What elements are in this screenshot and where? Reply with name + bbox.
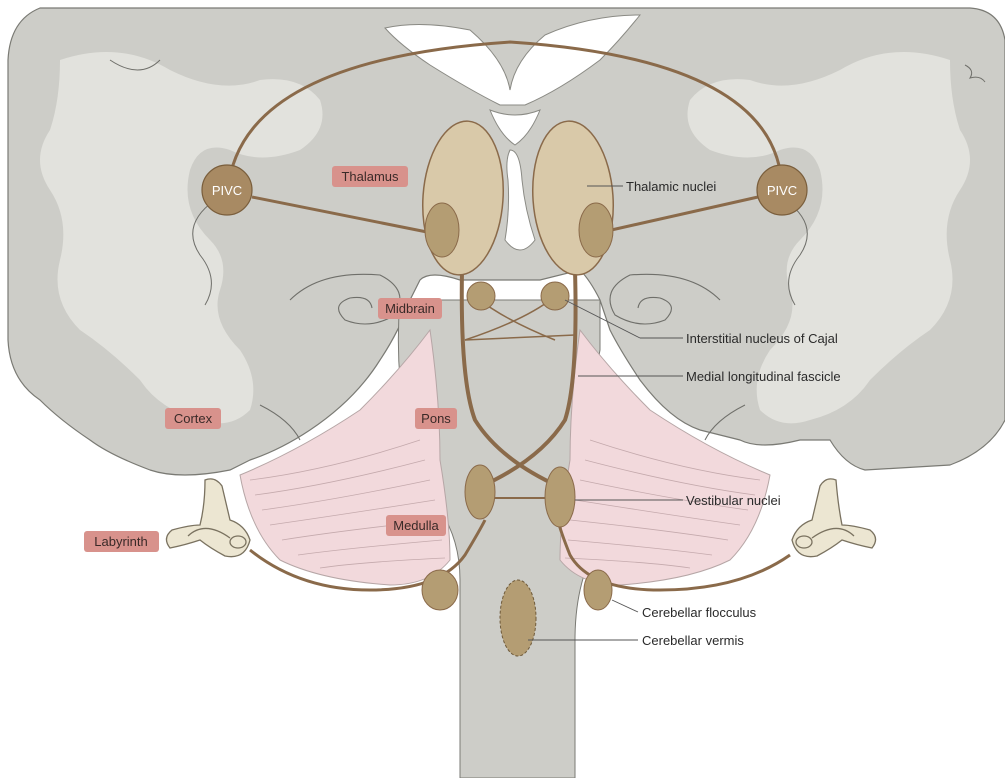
cerebellar-vermis bbox=[500, 580, 536, 656]
region-cortex: Cortex bbox=[165, 408, 221, 429]
brain-section bbox=[8, 8, 1005, 778]
region-labyrinth: Labyrinth bbox=[84, 531, 159, 552]
thalamic-nucleus-left bbox=[425, 203, 459, 257]
callout-mlf: Medial longitudinal fascicle bbox=[686, 369, 841, 384]
labyrinth-left bbox=[166, 479, 250, 557]
callout-cerebellar-vermis: Cerebellar vermis bbox=[642, 633, 744, 648]
callout-cerebellar-flocculus: Cerebellar flocculus bbox=[642, 605, 757, 620]
thalamic-nucleus-right bbox=[579, 203, 613, 257]
labyrinth-right bbox=[792, 479, 876, 557]
pivc-right-label: PIVC bbox=[767, 183, 797, 198]
callout-thalamic-nuclei: Thalamic nuclei bbox=[626, 179, 716, 194]
flocculus-left bbox=[422, 570, 458, 610]
region-thalamus: Thalamus bbox=[332, 166, 408, 187]
region-medulla-label: Medulla bbox=[393, 518, 439, 533]
interstitial-nucleus-right bbox=[541, 282, 569, 310]
region-pons: Pons bbox=[415, 408, 457, 429]
callout-interstitial-nucleus: Interstitial nucleus of Cajal bbox=[686, 331, 838, 346]
region-medulla: Medulla bbox=[386, 515, 446, 536]
callout-vestibular-nuclei: Vestibular nuclei bbox=[686, 493, 781, 508]
region-cortex-label: Cortex bbox=[174, 411, 213, 426]
vestibular-nucleus-left bbox=[465, 465, 495, 519]
region-midbrain: Midbrain bbox=[378, 298, 442, 319]
region-midbrain-label: Midbrain bbox=[385, 301, 435, 316]
region-pons-label: Pons bbox=[421, 411, 451, 426]
region-thalamus-label: Thalamus bbox=[341, 169, 399, 184]
vestibular-nucleus-right bbox=[545, 467, 575, 527]
interstitial-nucleus-left bbox=[467, 282, 495, 310]
pivc-left-label: PIVC bbox=[212, 183, 242, 198]
region-labyrinth-label: Labyrinth bbox=[94, 534, 147, 549]
pivc-right-node: PIVC bbox=[757, 165, 807, 215]
flocculus-right bbox=[584, 570, 612, 610]
pivc-left-node: PIVC bbox=[202, 165, 252, 215]
